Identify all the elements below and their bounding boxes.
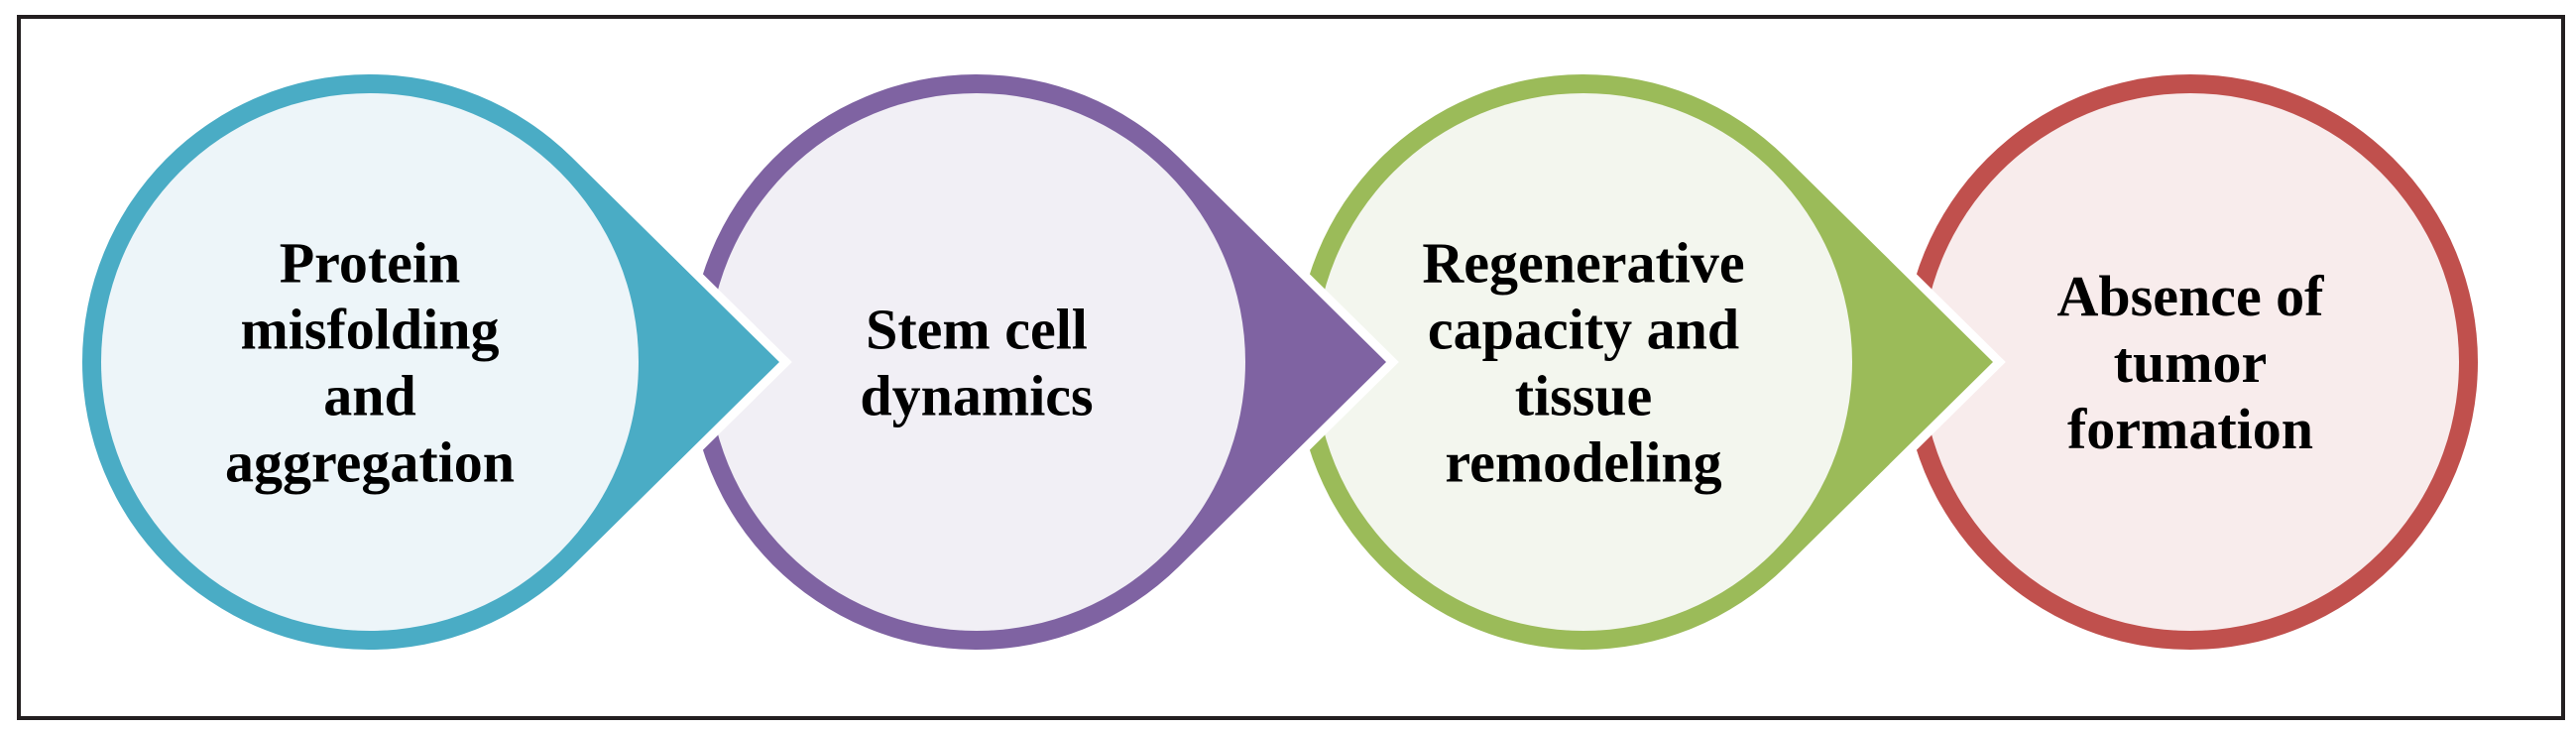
step-label-line: Protein [280,231,461,296]
step-label-line: capacity and [1428,298,1739,362]
step-label-line: and [323,364,416,428]
circle-fill [1315,93,1852,631]
step-label-line: tumor [2114,330,2268,395]
circle-fill [1922,93,2459,631]
step-label-line: aggregation [225,430,515,495]
step-label-line: misfolding [240,298,499,362]
step-shape-1 [73,65,792,659]
step-shape-2 [680,65,1399,659]
step-label-line: remodeling [1445,430,1721,495]
step-label-line: Stem cell [866,298,1088,362]
step-label-line: Regenerative [1422,231,1744,296]
step-label-line: tissue [1515,364,1653,428]
step-shape-4 [1894,65,2487,659]
circle-fill [101,93,639,631]
step-label-line: formation [2067,397,2313,461]
shapes-layer [73,65,2487,659]
circle-fill [708,93,1245,631]
step-shape-3 [1287,65,2006,659]
step-label-line: dynamics [860,364,1093,428]
step-label-line: Absence of [2056,264,2324,328]
